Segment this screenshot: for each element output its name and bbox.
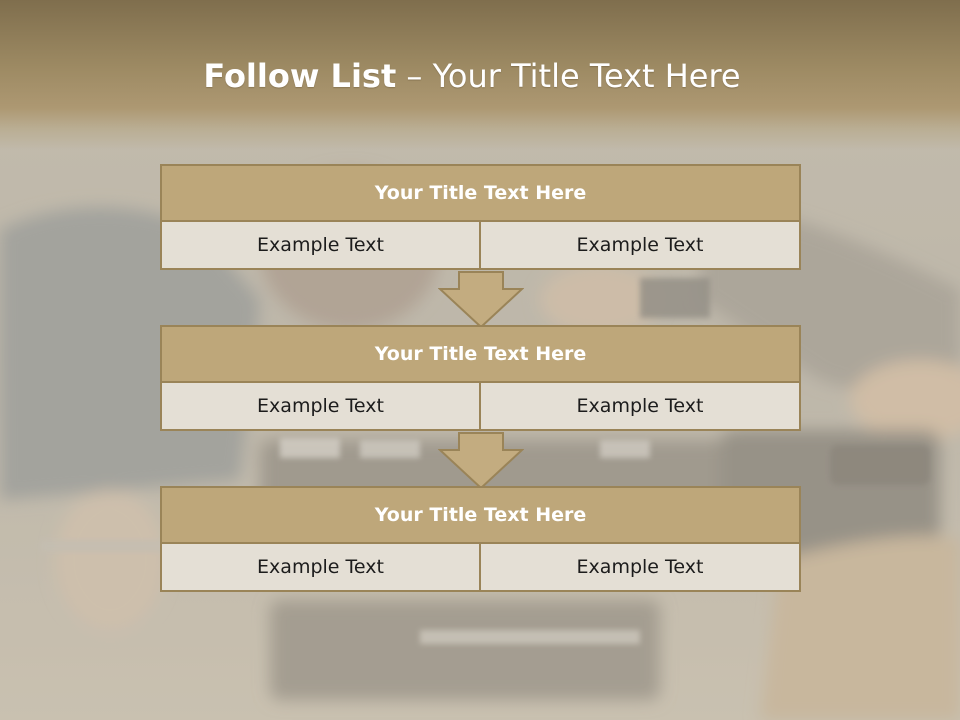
step-2-right-text: Example Text <box>479 381 801 431</box>
down-arrow-icon <box>438 271 524 329</box>
slide-title-rest: – Your Title Text Here <box>406 57 741 95</box>
step-3-title: Your Title Text Here <box>160 486 801 544</box>
step-2-left-text: Example Text <box>160 381 481 431</box>
step-1-title: Your Title Text Here <box>160 164 801 222</box>
step-1-right-text: Example Text <box>479 220 801 270</box>
slide-title-bold: Follow List <box>203 57 397 95</box>
down-arrow-icon <box>438 432 524 490</box>
step-2-title: Your Title Text Here <box>160 325 801 383</box>
step-1-left-text: Example Text <box>160 220 481 270</box>
slide-title: Follow List – Your Title Text Here <box>0 52 944 100</box>
step-3-right-text: Example Text <box>479 542 801 592</box>
step-3-left-text: Example Text <box>160 542 481 592</box>
title-band <box>0 0 960 150</box>
